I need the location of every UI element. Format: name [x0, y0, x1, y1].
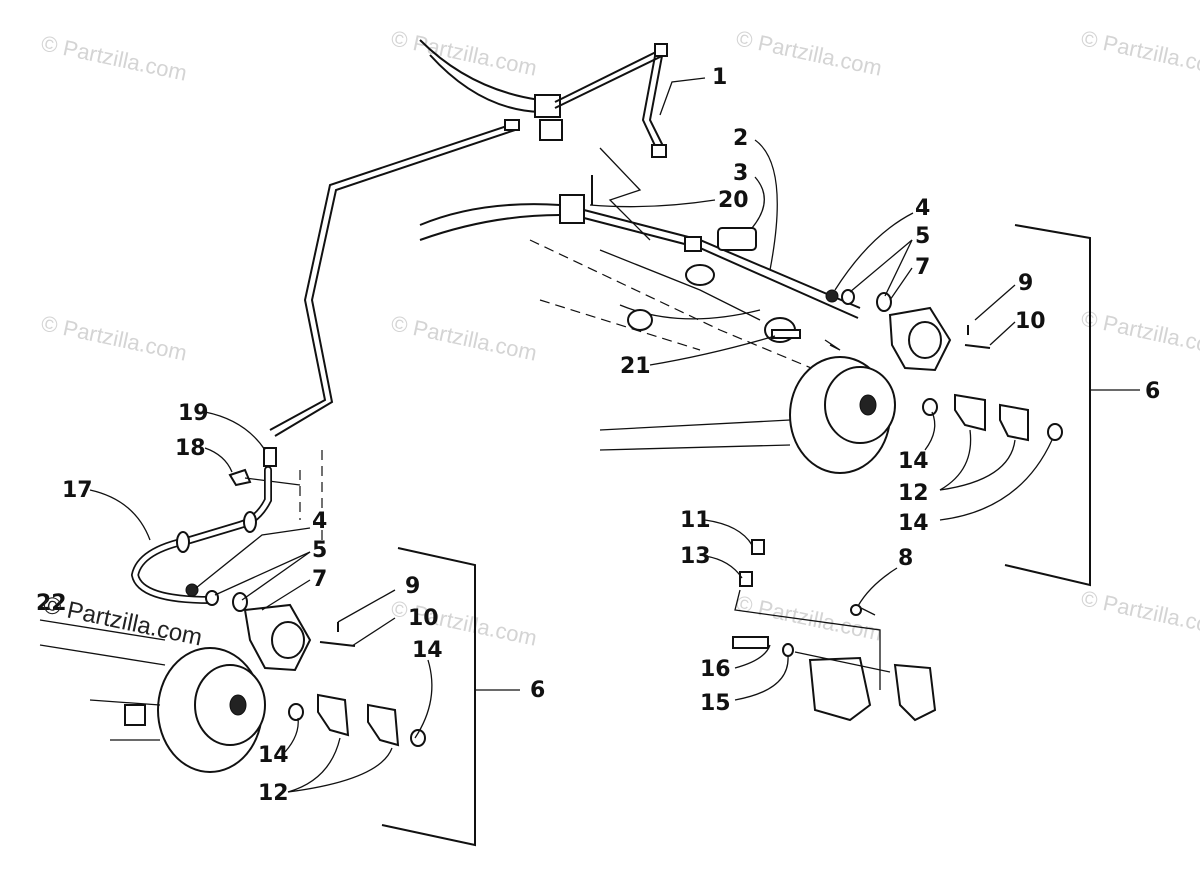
callout-2: 2	[733, 126, 748, 151]
lower-left-assembly	[39, 447, 476, 847]
callout-13: 13	[680, 544, 711, 569]
watermark-text: © Partzilla.com	[389, 310, 539, 365]
callout-3: 3	[733, 161, 748, 186]
watermark-text: © Partzilla.com	[1079, 25, 1200, 80]
callout-6-right: 6	[1145, 379, 1160, 404]
callout-5-top: 5	[915, 224, 930, 249]
callout-14-b: 14	[898, 511, 929, 536]
callout-4-top: 4	[915, 196, 930, 221]
callout-4-left: 4	[312, 509, 327, 534]
caliper-small-parts	[732, 539, 937, 722]
callout-12-left: 12	[258, 781, 289, 806]
callout-labels: 1 2 3 20 4 5 7 9 10 6 21 14 12 14 11 13 …	[36, 65, 1160, 806]
watermarks: © Partzilla.com © Partzilla.com © Partzi…	[39, 25, 1200, 650]
callout-7-top: 7	[915, 255, 930, 280]
watermark-text: © Partzilla.com	[389, 25, 539, 80]
callout-1: 1	[712, 65, 727, 90]
callout-6-left: 6	[530, 678, 545, 703]
callout-20: 20	[718, 188, 749, 213]
watermark-text: © Partzilla.com	[39, 310, 189, 365]
callout-9-left: 9	[405, 574, 420, 599]
callout-10-top: 10	[1015, 309, 1046, 334]
callout-12-top: 12	[898, 481, 929, 506]
callout-14-a: 14	[898, 449, 929, 474]
callout-17: 17	[62, 478, 93, 503]
callout-16: 16	[700, 657, 731, 682]
callout-14-c: 14	[412, 638, 443, 663]
callout-21: 21	[620, 354, 651, 379]
upper-hose-assembly	[269, 39, 1091, 587]
watermark-text: © Partzilla.com	[734, 25, 884, 80]
callout-18: 18	[175, 436, 206, 461]
callout-9-top: 9	[1018, 271, 1033, 296]
leader-lines	[89, 77, 1140, 793]
watermark-text: © Partzilla.com	[1079, 585, 1200, 640]
callout-8: 8	[898, 546, 913, 571]
callout-11: 11	[680, 508, 711, 533]
callout-10-left: 10	[408, 606, 439, 631]
callout-7-left: 7	[312, 567, 327, 592]
callout-14-d: 14	[258, 743, 289, 768]
watermark-text: © Partzilla.com	[1079, 305, 1200, 360]
callout-22: 22	[36, 591, 67, 616]
watermark-text: © Partzilla.com	[39, 30, 189, 85]
callout-19: 19	[178, 401, 209, 426]
callout-5-left: 5	[312, 538, 327, 563]
callout-15: 15	[700, 691, 731, 716]
